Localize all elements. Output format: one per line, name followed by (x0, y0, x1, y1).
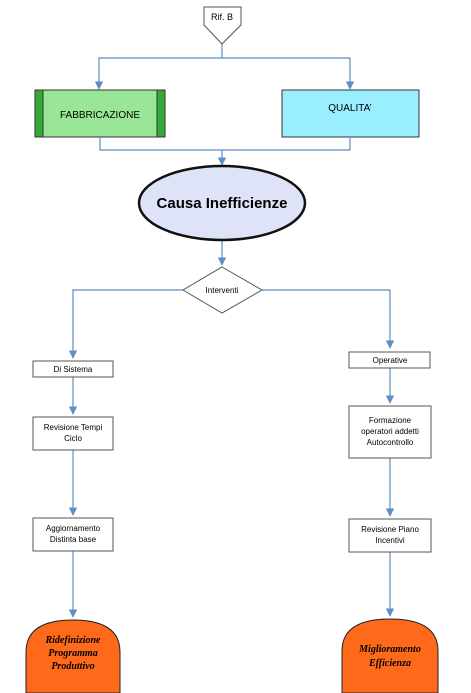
node-causa-label: Causa Inefficienze (157, 195, 288, 212)
node-aggiornamento-line1: Aggiornamento (46, 524, 101, 533)
node-fabbricazione-label: FABBRICAZIONE (60, 110, 140, 121)
node-operative-label: Operative (373, 356, 408, 365)
node-revisione-tempi: Revisione Tempi Ciclo (32, 416, 114, 451)
node-revisione-piano-line1: Revisione Piano (361, 525, 419, 534)
node-aggiornamento-line2: Distinta base (50, 535, 97, 544)
node-qualita: QUALITA’ (281, 89, 420, 138)
node-miglioramento-line1: Miglioramento (358, 644, 421, 655)
node-interventi-label: Interventi (206, 286, 239, 295)
node-miglioramento-line2: Efficienza (368, 658, 411, 669)
node-revisione-tempi-line2: Ciclo (64, 434, 82, 443)
node-miglioramento: Miglioramento Efficienza (341, 618, 439, 693)
node-rif-b: Rif. B (203, 6, 242, 45)
node-ridefinizione-line2: Programma (48, 648, 97, 659)
node-di-sistema-label: Di Sistema (54, 365, 93, 374)
connector-qualita-merge (222, 138, 351, 151)
connector-fabbricazione-merge (99, 138, 222, 151)
node-formazione: Formazione operatori addetti Autocontrol… (348, 405, 432, 459)
node-aggiornamento: Aggiornamento Distinta base (32, 517, 114, 552)
connector-interventi-to-di-sistema (68, 289, 183, 359)
node-revisione-tempi-line1: Revisione Tempi (44, 423, 103, 432)
node-causa-inefficienze: Causa Inefficienze (137, 164, 307, 242)
node-formazione-line3: Autocontrollo (367, 438, 414, 447)
node-rif-b-label: Rif. B (211, 12, 233, 22)
node-revisione-piano: Revisione Piano Incentivi (348, 518, 432, 553)
connectors (68, 44, 395, 618)
connector-interventi-to-operative (262, 289, 395, 349)
node-qualita-label: QUALITA’ (328, 103, 372, 114)
node-revisione-piano-line2: Incentivi (375, 536, 405, 545)
node-ridefinizione: Ridefinizione Programma Produttivo (25, 619, 121, 693)
node-ridefinizione-line1: Ridefinizione (44, 635, 101, 646)
node-fabbricazione: FABBRICAZIONE (34, 89, 166, 138)
connector-ref-to-qualita (222, 57, 355, 90)
node-operative: Operative (348, 351, 431, 369)
node-ridefinizione-line3: Produttivo (51, 661, 94, 672)
node-formazione-line1: Formazione (369, 416, 412, 425)
node-interventi: Interventi (182, 266, 264, 314)
node-formazione-line2: operatori addetti (361, 427, 419, 436)
node-di-sistema: Di Sistema (32, 360, 114, 378)
connector-ref-to-fabbricazione (94, 44, 223, 90)
